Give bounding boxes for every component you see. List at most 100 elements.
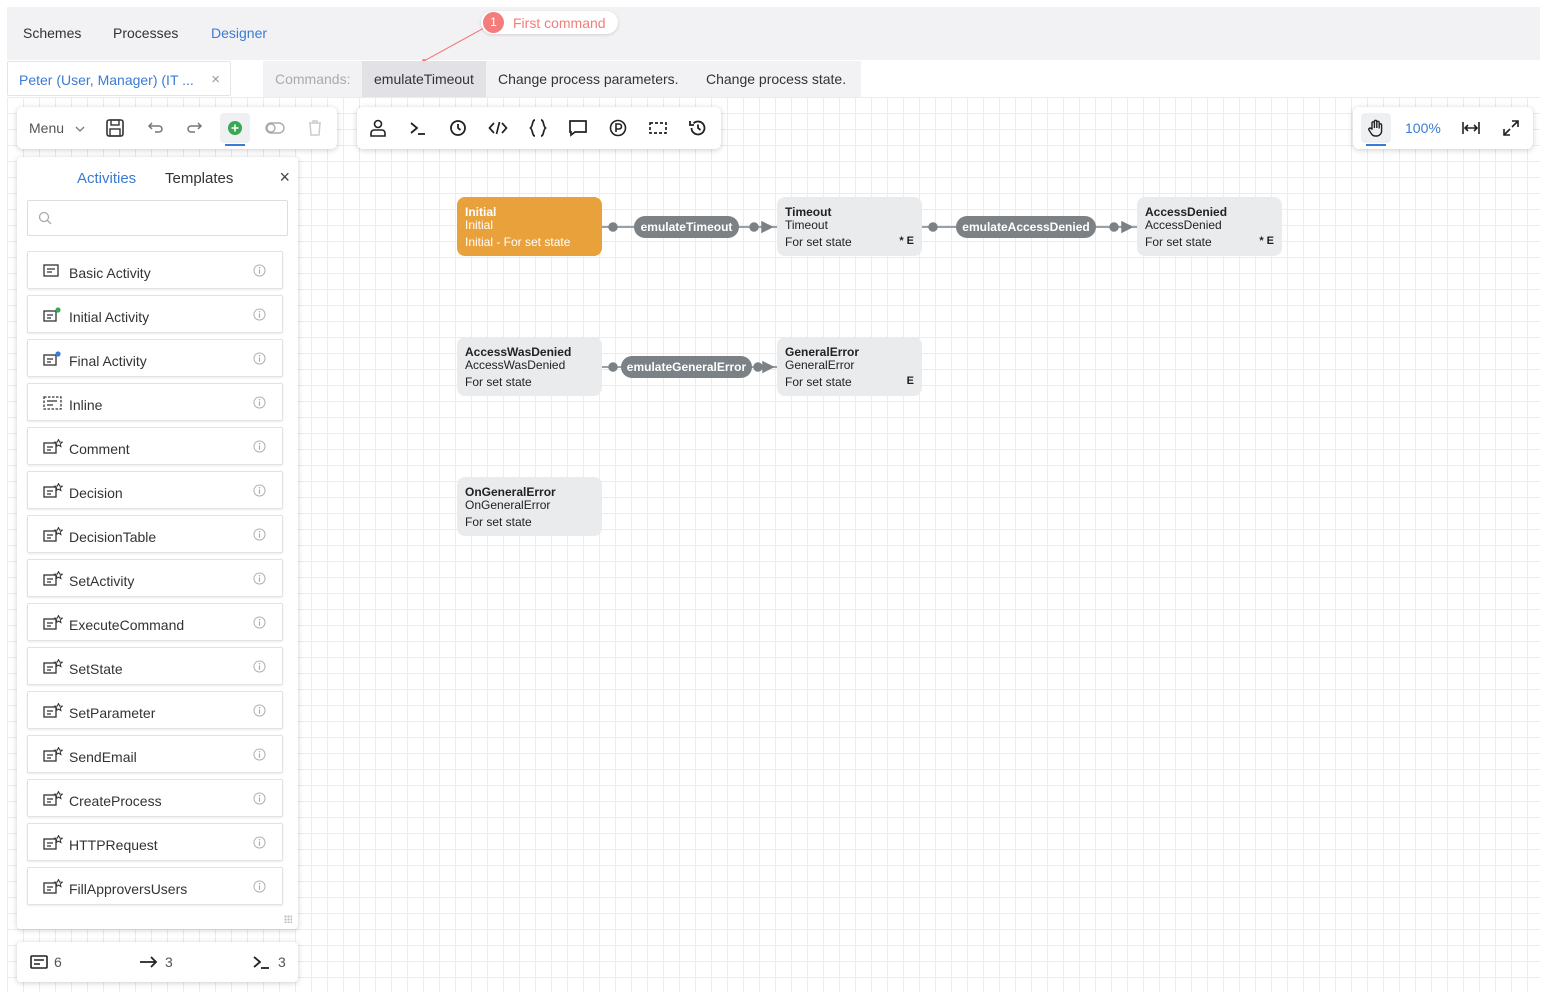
timers-button[interactable]: [443, 113, 473, 143]
activity-item[interactable]: Comment: [27, 427, 283, 465]
undo-button[interactable]: [140, 113, 170, 143]
template-activity-icon: [43, 659, 63, 674]
node-state: GeneralError: [785, 358, 855, 372]
command-change-state[interactable]: Change process state.: [706, 71, 847, 87]
fullscreen-button[interactable]: [1496, 113, 1526, 143]
zoom-level[interactable]: 100%: [1405, 120, 1441, 136]
command-count: 3: [252, 954, 286, 970]
activity-item[interactable]: CreateProcess: [27, 779, 283, 817]
connector-dot[interactable]: [749, 222, 759, 232]
info-icon[interactable]: [253, 704, 266, 717]
info-icon[interactable]: [253, 836, 266, 849]
activity-item[interactable]: FillApproversUsers: [27, 867, 283, 905]
transition-label[interactable]: emulateGeneralError: [621, 356, 752, 378]
activity-item[interactable]: Basic Activity: [27, 251, 283, 289]
annotation-badge: 1 First command: [481, 11, 618, 34]
activity-node[interactable]: GeneralError GeneralError For set state …: [777, 337, 922, 396]
connector-dot[interactable]: [1109, 222, 1119, 232]
activity-node[interactable]: OnGeneralError OnGeneralError For set st…: [457, 477, 602, 536]
fit-width-button[interactable]: [1456, 113, 1486, 143]
info-icon[interactable]: [253, 528, 266, 541]
delete-button[interactable]: [300, 113, 330, 143]
parameters-button[interactable]: [603, 113, 633, 143]
activity-item[interactable]: SetParameter: [27, 691, 283, 729]
activity-item[interactable]: ExecuteCommand: [27, 603, 283, 641]
main-toolbar: Menu: [17, 107, 337, 149]
command-emulate-timeout[interactable]: emulateTimeout: [374, 71, 474, 87]
activity-item[interactable]: Initial Activity: [27, 295, 283, 333]
connector-dot[interactable]: [928, 222, 938, 232]
pan-button[interactable]: [1361, 113, 1391, 146]
code-actions-button[interactable]: [483, 113, 513, 143]
nav-processes[interactable]: Processes: [113, 25, 179, 41]
toggle-icon: [265, 122, 285, 134]
activity-item[interactable]: Decision: [27, 471, 283, 509]
nav-designer[interactable]: Designer: [211, 25, 268, 41]
tab-activities[interactable]: Activities: [77, 170, 137, 187]
search-input[interactable]: [58, 209, 278, 224]
undo-icon: [147, 122, 163, 133]
info-icon[interactable]: [253, 396, 266, 409]
toggle-button[interactable]: [260, 113, 290, 143]
menu-button[interactable]: Menu: [29, 120, 65, 136]
info-icon[interactable]: [253, 440, 266, 453]
activity-count: 6: [30, 954, 62, 970]
node-title: GeneralError: [785, 345, 860, 359]
activity-item[interactable]: DecisionTable: [27, 515, 283, 553]
info-icon[interactable]: [253, 308, 266, 321]
activity-node[interactable]: AccessDenied AccessDenied For set state …: [1137, 197, 1282, 256]
activity-item[interactable]: Final Activity: [27, 339, 283, 377]
info-icon[interactable]: [253, 792, 266, 805]
transition-label[interactable]: emulateAccessDenied: [956, 216, 1096, 238]
redo-button[interactable]: [180, 113, 210, 143]
add-icon: [228, 121, 242, 135]
add-button[interactable]: [220, 113, 250, 146]
code-icon: [488, 121, 508, 135]
resize-handle[interactable]: [284, 915, 292, 923]
node-subtitle: For set state: [465, 375, 532, 389]
info-icon[interactable]: [253, 572, 266, 585]
info-icon[interactable]: [253, 484, 266, 497]
comments-button[interactable]: [563, 113, 593, 143]
connector-dot[interactable]: [608, 362, 618, 372]
user-tab[interactable]: Peter (User, Manager) (IT ... ×: [7, 61, 231, 96]
close-icon[interactable]: ×: [279, 167, 290, 187]
selection-button[interactable]: [643, 113, 673, 143]
node-flags: * E: [1259, 235, 1274, 247]
activity-node[interactable]: AccessWasDenied AccessWasDenied For set …: [457, 337, 602, 396]
activity-item[interactable]: SetActivity: [27, 559, 283, 597]
element-toolbar: [357, 107, 721, 149]
command-change-parameters[interactable]: Change process parameters.: [498, 71, 679, 87]
info-icon[interactable]: [253, 616, 266, 629]
info-icon[interactable]: [253, 748, 266, 761]
actors-button[interactable]: [363, 113, 393, 143]
history-icon: [689, 120, 706, 136]
activity-node[interactable]: Timeout Timeout For set state * E: [777, 197, 922, 256]
activity-item[interactable]: HTTPRequest: [27, 823, 283, 861]
info-icon[interactable]: [253, 660, 266, 673]
commands-button[interactable]: [403, 113, 433, 143]
info-icon[interactable]: [253, 352, 266, 365]
fit-width-icon: [1462, 122, 1480, 134]
diagram-stats: 6 3 3: [17, 942, 298, 982]
history-button[interactable]: [683, 113, 713, 143]
activity-node[interactable]: Initial Initial Initial - For set state: [457, 197, 602, 256]
save-button[interactable]: [100, 113, 130, 143]
activity-item[interactable]: SendEmail: [27, 735, 283, 773]
nav-schemes[interactable]: Schemes: [23, 25, 82, 41]
transition-label[interactable]: emulateTimeout: [634, 216, 739, 238]
chevron-down-icon: [75, 126, 85, 132]
connector-dot[interactable]: [753, 362, 763, 372]
activity-item-label: FillApproversUsers: [69, 881, 188, 897]
json-button[interactable]: [523, 113, 553, 143]
node-subtitle: For set state: [1145, 235, 1212, 249]
connector-dot[interactable]: [608, 222, 618, 232]
tab-templates[interactable]: Templates: [165, 170, 234, 187]
info-icon[interactable]: [253, 264, 266, 277]
activity-item[interactable]: SetState: [27, 647, 283, 685]
info-icon[interactable]: [253, 880, 266, 893]
activity-item[interactable]: Inline: [27, 383, 283, 421]
initial-activity-icon: [43, 307, 61, 322]
template-activity-icon: [43, 527, 63, 542]
close-icon[interactable]: ×: [211, 71, 220, 88]
